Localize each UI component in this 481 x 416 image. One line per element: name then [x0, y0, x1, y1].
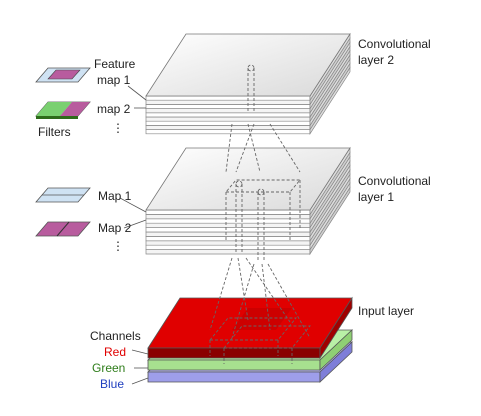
conv1-slab-front — [145, 214, 311, 220]
conv-layer-1-stack — [145, 146, 351, 256]
ellipsis-2: ⋮ — [112, 239, 124, 253]
conv-layer-2-stack — [145, 32, 351, 135]
conv-layer-1-label-line1: Convolutional — [358, 174, 431, 188]
green-channel-side — [319, 329, 353, 371]
map-1-label: map 1 — [97, 73, 131, 87]
input-layer-stack — [146, 296, 354, 383]
conv1-slab-front — [145, 218, 311, 224]
map-2-label: map 2 — [97, 102, 131, 116]
red-channel-side — [319, 296, 353, 360]
conv1-slab-front — [145, 209, 311, 215]
conv-layer-2-label-line2: layer 2 — [358, 53, 394, 67]
feature-label: Feature — [94, 57, 136, 71]
conv2-slab-front — [145, 129, 311, 135]
filter-icons — [35, 67, 91, 237]
green-channel-front — [147, 359, 321, 371]
green-label: Green — [92, 361, 125, 375]
input-layer-label: Input layer — [358, 304, 414, 318]
conv1-slab-front — [145, 244, 311, 250]
conv2-slab-front — [145, 125, 311, 130]
filters-label: Filters — [38, 125, 71, 139]
conv2-slab-front — [145, 108, 311, 114]
channels-label: Channels — [90, 329, 141, 343]
conv-layer-2-label-line1: Convolutional — [358, 37, 431, 51]
conv1-top-face — [145, 147, 351, 211]
ellipsis-1: ⋮ — [112, 121, 124, 135]
conv2-slab-front — [145, 104, 311, 109]
blue-label: Blue — [100, 377, 124, 391]
conv2-top-face — [145, 33, 351, 97]
conv2-slab-front — [145, 116, 311, 122]
receptive-field-connections — [209, 64, 311, 364]
pointer-arrows — [119, 85, 149, 385]
conv1-slab-front — [145, 222, 311, 228]
map-1-b-label: Map 1 — [98, 189, 132, 203]
conv1-slab-front — [145, 227, 311, 233]
blue-channel-side — [319, 341, 353, 383]
conv2-slab-front — [145, 112, 311, 118]
conv-layer-1-label-line2: layer 1 — [358, 190, 394, 204]
conv1-slab-front — [145, 249, 311, 255]
red-label: Red — [104, 345, 126, 359]
blue-channel-front — [147, 371, 321, 383]
red-channel-front — [147, 347, 321, 359]
conv2-slab-front — [145, 95, 311, 101]
conv2-slab-front — [145, 99, 311, 105]
map-2-b-label: Map 2 — [98, 221, 132, 235]
conv1-slab-front — [145, 236, 311, 242]
conv1-slab-front — [145, 231, 311, 237]
conv2-slab-front — [145, 120, 311, 126]
conv1-slab-front — [145, 240, 311, 246]
